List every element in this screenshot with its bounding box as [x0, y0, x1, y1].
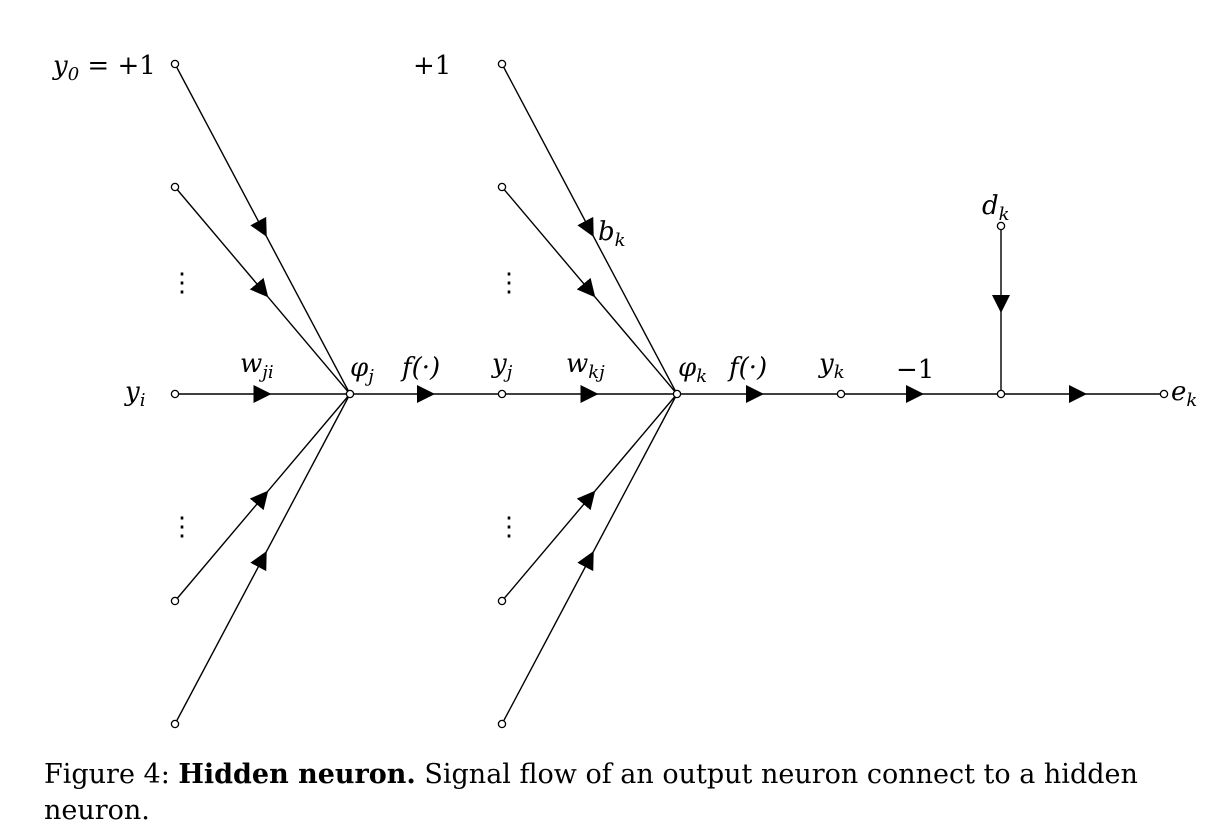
node-input4 [170, 596, 180, 606]
label-plus-one: +1 [413, 51, 451, 81]
node-plus1 [497, 59, 507, 69]
ellipsis-upper-mid: ⋮ [496, 268, 522, 298]
caption-prefix: Figure 4: [44, 759, 179, 790]
nodes [170, 59, 1169, 729]
label-minus-one: −1 [896, 355, 934, 385]
label-y-j: yj [491, 349, 513, 383]
node-hidden2 [497, 182, 507, 192]
caption-text: Signal flow of an output neuron connect … [44, 759, 1138, 826]
label-w-kj: wkj [566, 349, 605, 383]
node-hidden4 [497, 596, 507, 606]
ellipsis-lower-left: ⋮ [169, 512, 195, 542]
node-yj [497, 389, 507, 399]
label-phi-k: φk [678, 353, 707, 387]
node-y0 [170, 59, 180, 69]
label-y-k: yk [818, 349, 845, 383]
node-ek [1159, 389, 1169, 399]
label-phi-j: φj [350, 353, 374, 387]
node-input5 [170, 719, 180, 729]
node-yi [170, 389, 180, 399]
node-input2 [170, 182, 180, 192]
signal-flow-diagram: ⋮ ⋮ ⋮ ⋮ y0 = +1 +1 yi wji φj f(·) yj wkj… [52, 51, 1197, 729]
node-dk [996, 221, 1006, 231]
label-e-k: ek [1171, 377, 1197, 411]
ellipsis-upper-left: ⋮ [169, 268, 195, 298]
node-phi-j [345, 389, 355, 399]
ellipsis-lower-mid: ⋮ [496, 512, 522, 542]
ellipses: ⋮ ⋮ ⋮ ⋮ [169, 268, 522, 542]
figure-caption: Figure 4: Hidden neuron. Signal flow of … [44, 757, 1194, 829]
label-y0: y0 = +1 [52, 51, 156, 85]
label-d-k: dk [982, 191, 1010, 225]
label-w-ji: wji [240, 349, 274, 383]
node-phi-k [672, 389, 682, 399]
labels: y0 = +1 +1 yi wji φj f(·) yj wkj bk φk f… [52, 51, 1197, 411]
label-f-k: f(·) [727, 353, 767, 383]
node-sum [996, 389, 1006, 399]
label-y-i: yi [124, 377, 145, 411]
label-b-k: bk [598, 217, 626, 251]
caption-title: Hidden neuron. [178, 759, 416, 790]
node-yk [836, 389, 846, 399]
node-hidden5 [497, 719, 507, 729]
label-f-j: f(·) [400, 353, 440, 383]
